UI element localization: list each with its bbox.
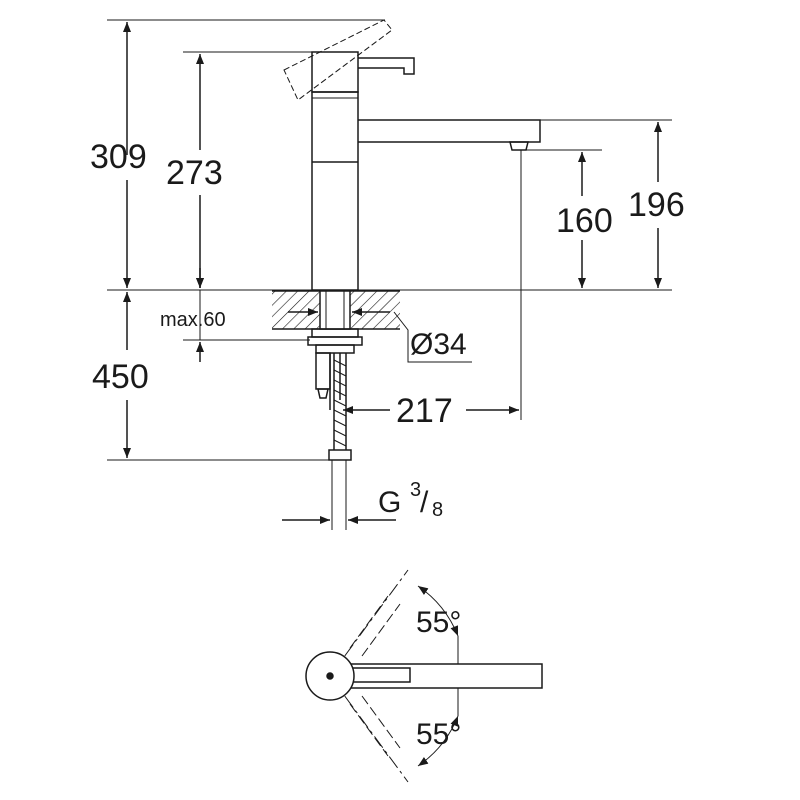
angle-lower-label: 55° xyxy=(416,718,461,751)
dim-thread-label: G 3 / 8 xyxy=(378,479,443,521)
dim-217-label: 217 xyxy=(396,392,453,430)
extension-lines xyxy=(107,19,672,530)
angle-upper-label: 55° xyxy=(416,606,461,639)
faucet-top-view xyxy=(305,569,543,783)
dim-450-label: 450 xyxy=(92,358,149,396)
dim-196-label: 196 xyxy=(628,186,685,224)
faucet-side-view xyxy=(283,19,541,291)
svg-text:G: G xyxy=(378,486,401,519)
svg-text:3: 3 xyxy=(410,479,421,501)
dim-160-label: 160 xyxy=(556,202,613,240)
dim-max60-label: max.60 xyxy=(160,309,226,331)
dim-273-label: 273 xyxy=(166,154,223,192)
dim-309-label: 309 xyxy=(90,138,147,176)
mounting-fitting xyxy=(307,290,363,461)
dim-diameter-label: Ø34 xyxy=(410,328,467,361)
svg-text:/: / xyxy=(420,486,429,519)
svg-text:8: 8 xyxy=(432,499,443,521)
